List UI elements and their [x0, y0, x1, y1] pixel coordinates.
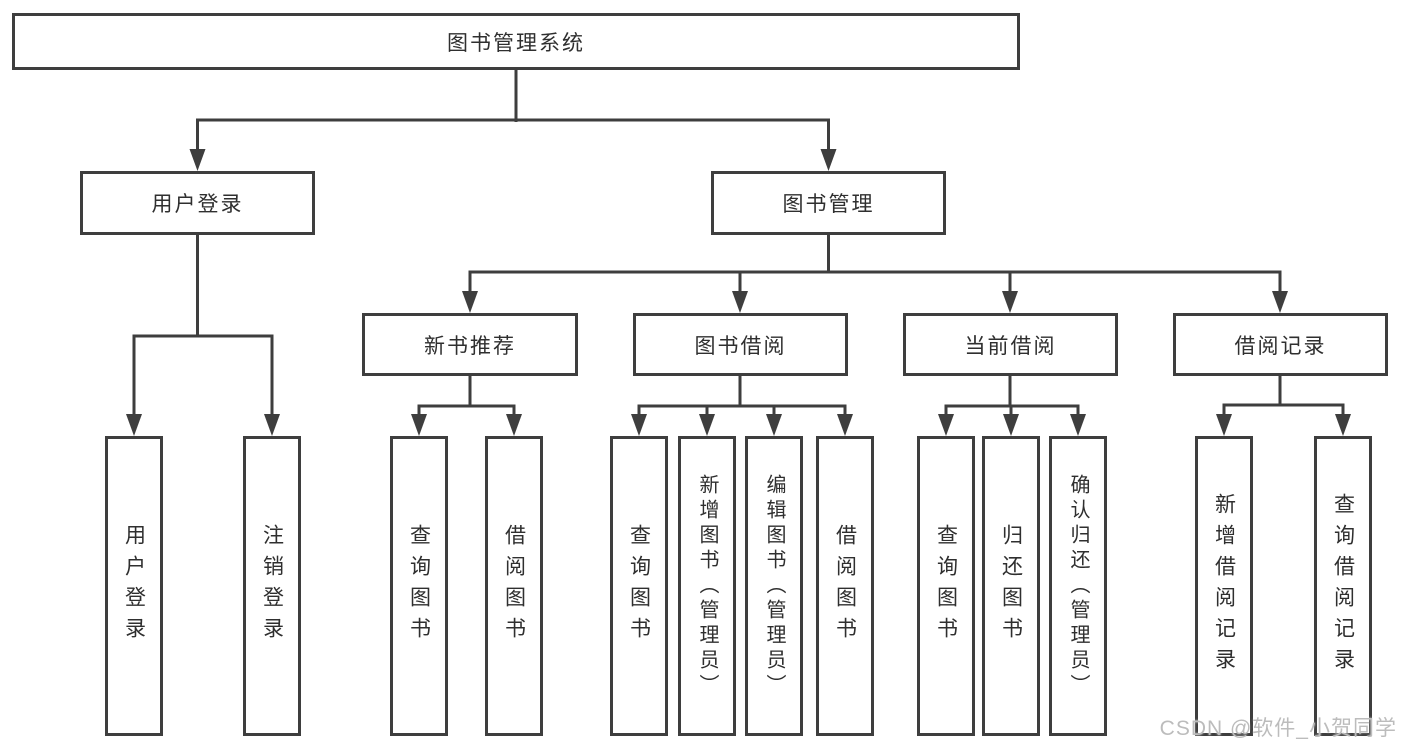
leaf-borrow-add-admin-label: 新增图书（管理员） — [696, 473, 718, 699]
leaf-newbook-query-label: 查询图书 — [407, 524, 431, 648]
leaf-borrow-query-label: 查询图书 — [627, 524, 651, 648]
arrowheads — [126, 149, 1351, 436]
leaf-logout-label: 注销登录 — [260, 524, 284, 648]
leaf-borrow-book: 借阅图书 — [816, 436, 874, 736]
leaf-newbook-borrow-label: 借阅图书 — [502, 524, 526, 648]
leaf-borrow-edit-admin-label: 编辑图书（管理员） — [763, 473, 785, 699]
leaf-record-add: 新增借阅记录 — [1195, 436, 1253, 736]
leaf-current-confirm-admin-label: 确认归还（管理员） — [1067, 473, 1089, 699]
leaf-borrow-edit-admin: 编辑图书（管理员） — [745, 436, 803, 736]
leaf-borrow-book-label: 借阅图书 — [833, 524, 857, 648]
node-borrow-record: 借阅记录 — [1173, 313, 1388, 376]
leaf-current-return: 归还图书 — [982, 436, 1040, 736]
node-book-borrow: 图书借阅 — [633, 313, 848, 376]
leaf-current-query-label: 查询图书 — [934, 524, 958, 648]
leaf-user-login: 用户登录 — [105, 436, 163, 736]
leaf-newbook-query: 查询图书 — [390, 436, 448, 736]
node-new-book-recommend: 新书推荐 — [362, 313, 578, 376]
leaf-borrow-query: 查询图书 — [610, 436, 668, 736]
leaf-current-query: 查询图书 — [917, 436, 975, 736]
leaf-user-login-label: 用户登录 — [122, 524, 146, 648]
csdn-watermark: CSDN @软件_小贺同学 — [1159, 717, 1397, 740]
leaf-current-return-label: 归还图书 — [999, 524, 1023, 648]
node-current-borrow: 当前借阅 — [903, 313, 1118, 376]
leaf-record-add-label: 新增借阅记录 — [1212, 493, 1236, 679]
leaf-record-query: 查询借阅记录 — [1314, 436, 1372, 736]
leaf-newbook-borrow: 借阅图书 — [485, 436, 543, 736]
leaf-borrow-add-admin: 新增图书（管理员） — [678, 436, 736, 736]
node-book-management: 图书管理 — [711, 171, 946, 235]
node-root: 图书管理系统 — [12, 13, 1020, 70]
leaf-record-query-label: 查询借阅记录 — [1331, 493, 1355, 679]
node-user-login: 用户登录 — [80, 171, 315, 235]
leaf-logout: 注销登录 — [243, 436, 301, 736]
leaf-current-confirm-admin: 确认归还（管理员） — [1049, 436, 1107, 736]
